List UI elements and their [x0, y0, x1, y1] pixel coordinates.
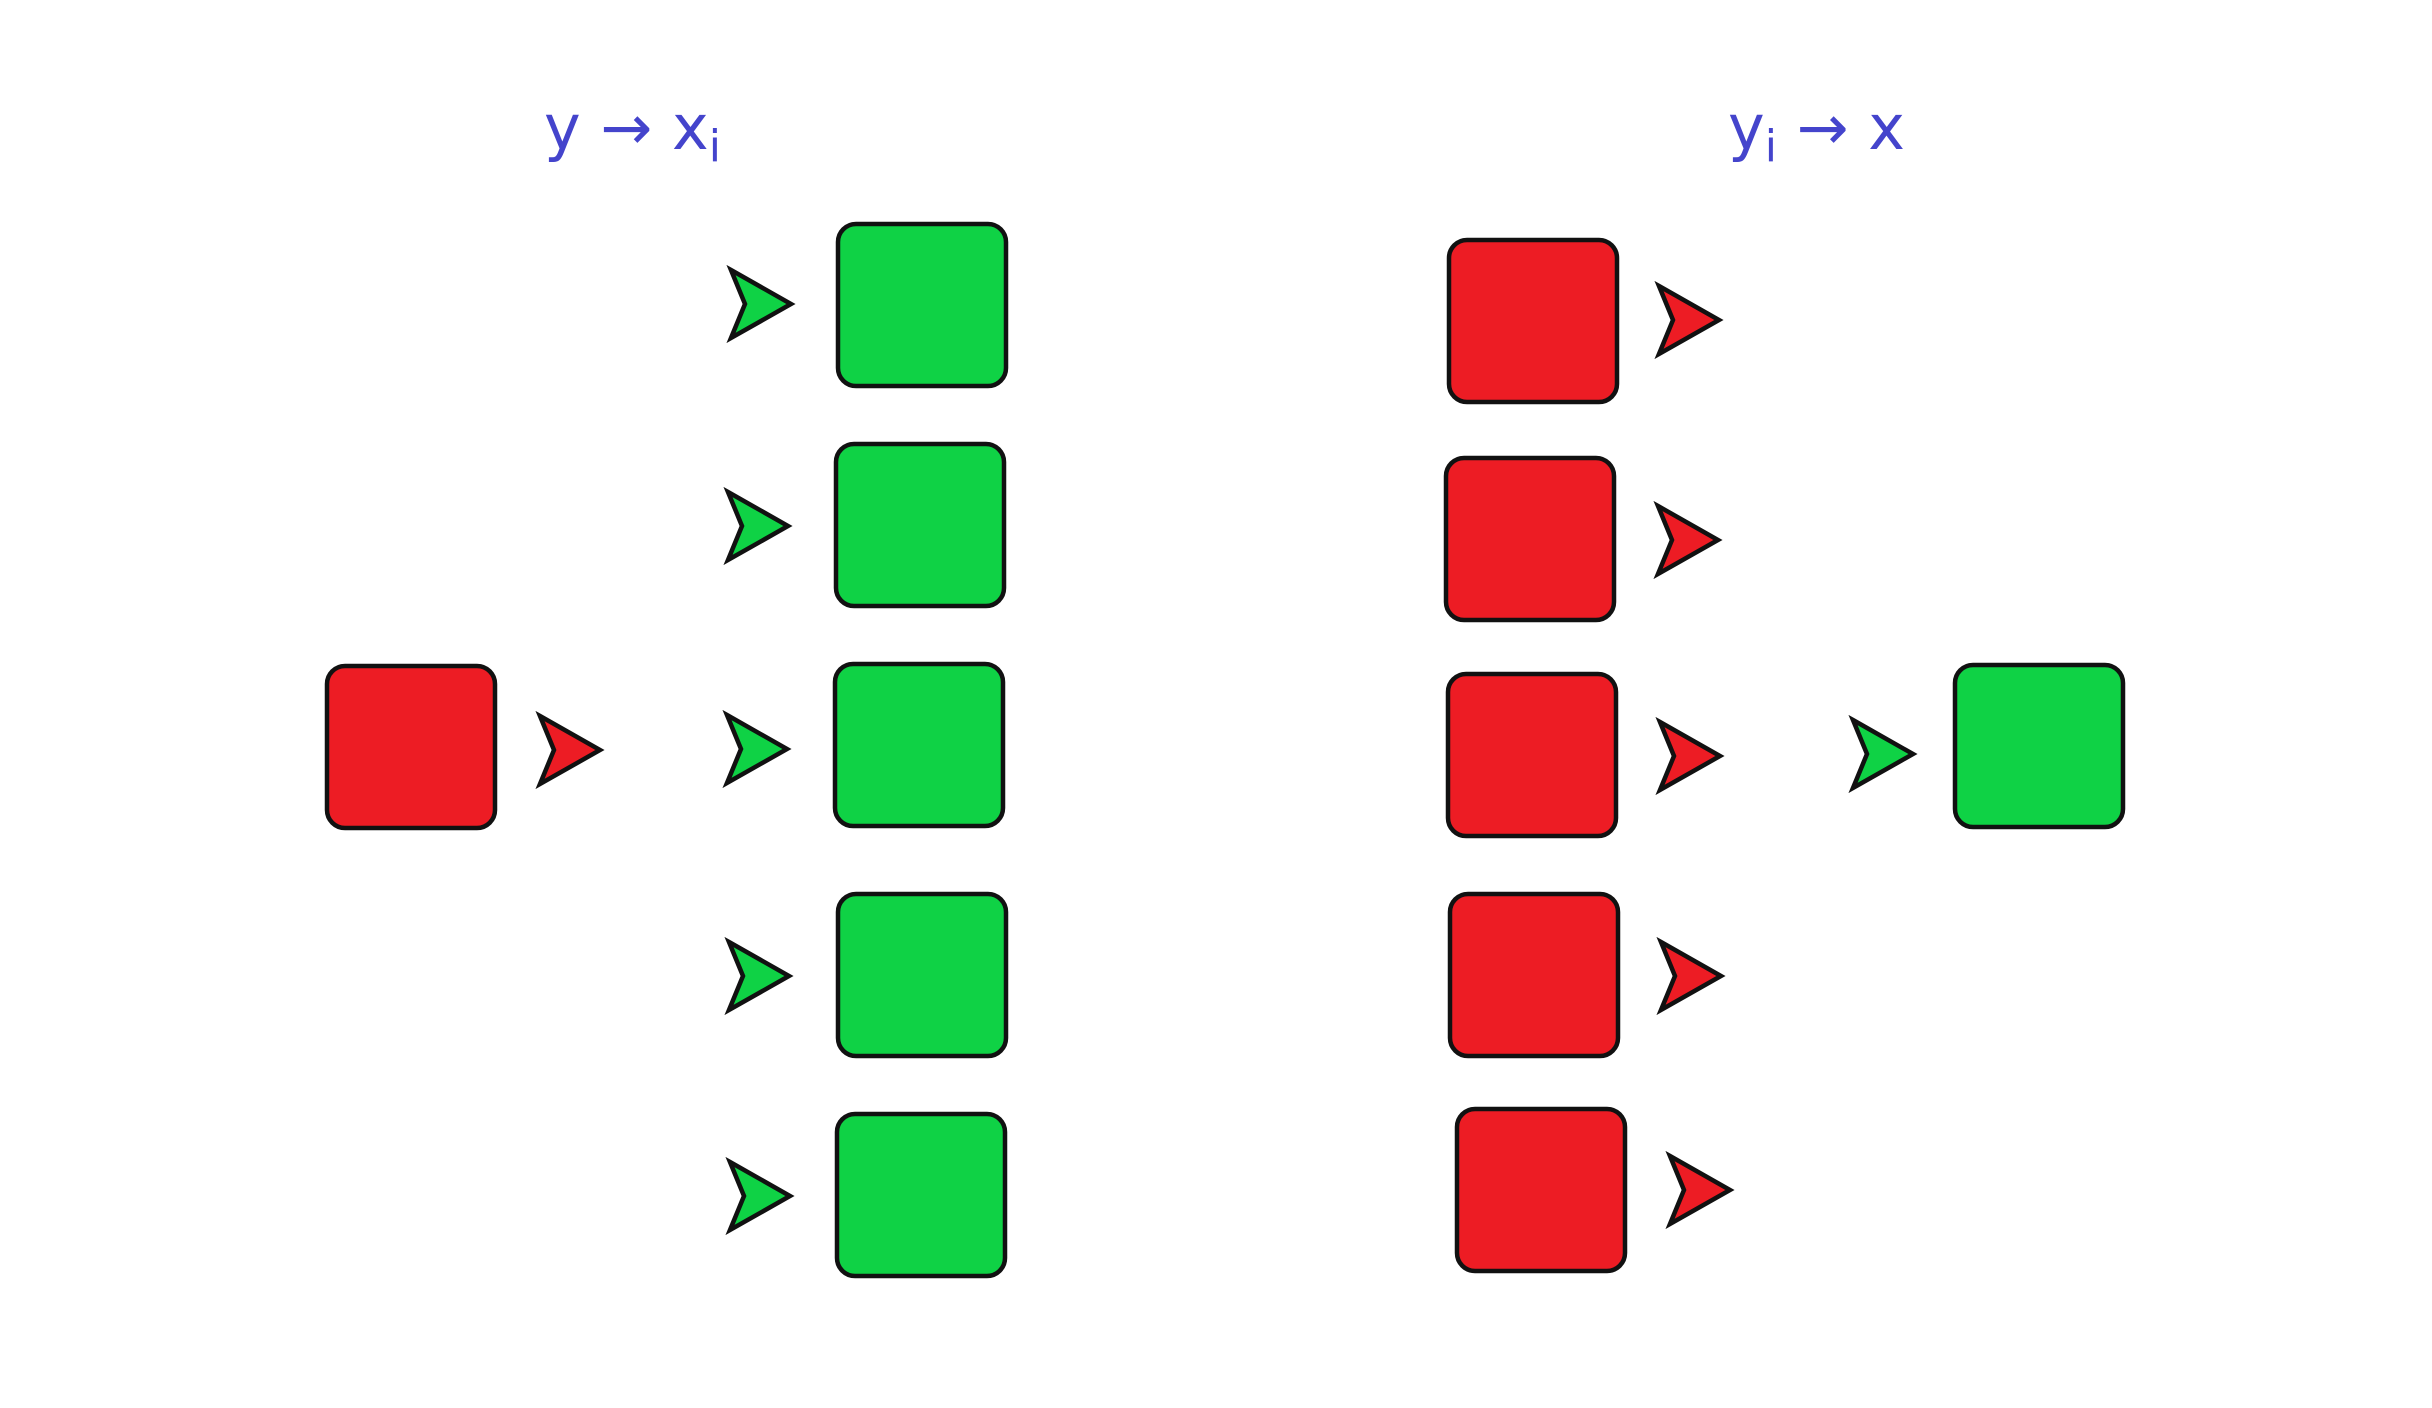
left-target-arrow	[724, 936, 794, 1016]
left-target-arrow	[725, 1156, 795, 1236]
right-title-base-after: → x	[1776, 91, 1905, 164]
right-title-base-before: y	[1728, 91, 1765, 164]
left-target-arrow	[726, 264, 796, 344]
right-source-box	[1443, 455, 1617, 623]
right-source-box	[1454, 1106, 1628, 1274]
left-source-arrow	[535, 710, 605, 790]
right-source-box	[1447, 891, 1621, 1059]
left-title-base: y → x	[544, 91, 709, 164]
right-panel	[1443, 237, 2126, 1274]
left-target-arrow	[723, 486, 793, 566]
left-target-box	[833, 441, 1007, 609]
left-panel-title: y → xi	[544, 88, 721, 169]
left-target-box	[835, 891, 1009, 1059]
left-target-box	[835, 221, 1009, 389]
right-source-arrow	[1655, 716, 1725, 796]
right-title-subscript: i	[1764, 121, 1777, 172]
right-target-arrow	[1848, 714, 1918, 794]
right-source-box	[1446, 237, 1620, 405]
right-source-arrow	[1656, 936, 1726, 1016]
left-target-arrow	[722, 709, 792, 789]
left-target-box	[834, 1111, 1008, 1279]
left-target-box	[832, 661, 1006, 829]
right-source-arrow	[1665, 1150, 1735, 1230]
right-source-box	[1445, 671, 1619, 839]
right-target-box	[1952, 662, 2126, 830]
right-source-arrow	[1653, 500, 1723, 580]
right-panel-title: yi → x	[1728, 88, 1905, 169]
left-title-subscript: i	[708, 121, 721, 172]
right-source-arrow	[1654, 280, 1724, 360]
left-source-box	[324, 663, 498, 831]
left-panel	[324, 221, 1009, 1279]
